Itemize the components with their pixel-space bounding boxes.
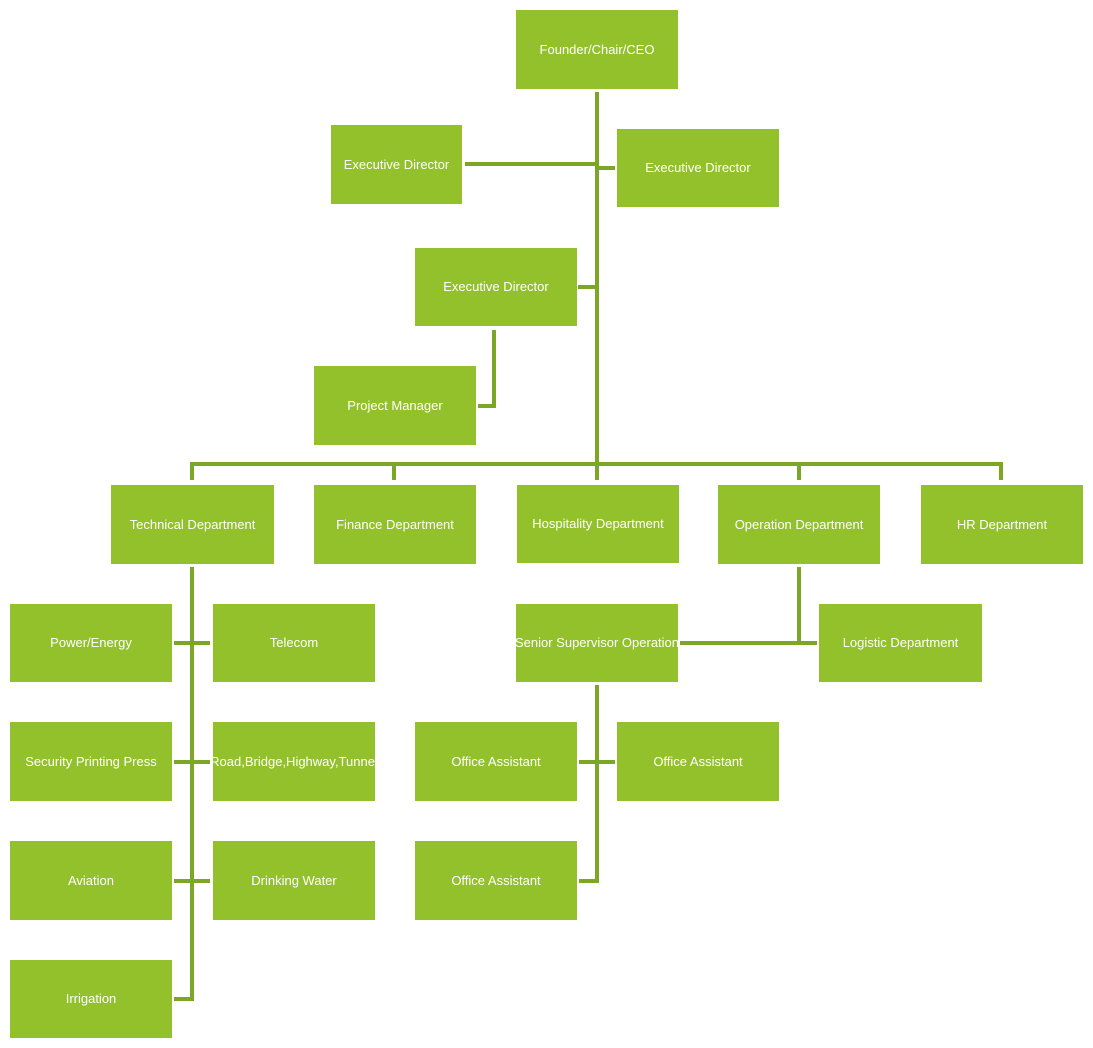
node-project-manager-label: Project Manager (347, 397, 443, 413)
node-finance-department: Finance Department (314, 485, 476, 564)
node-executive-director-2: Executive Director (617, 129, 779, 207)
node-office-assistant-3-label: Office Assistant (451, 872, 541, 888)
node-office-assistant-3: Office Assistant (415, 841, 577, 920)
node-power-energy-label: Power/Energy (50, 635, 132, 650)
node-power-energy: Power/Energy (10, 604, 172, 682)
node-irrigation-label: Irrigation (65, 991, 117, 1006)
node-road-bridge-highway-tunnel: Road,Bridge,Highway,Tunnel (213, 722, 375, 801)
node-executive-director-1: Executive Director (331, 125, 462, 204)
node-logistic-department: Logistic Department (819, 604, 982, 682)
node-hr-department: HR Department (921, 485, 1083, 564)
node-drinking-water: Drinking Water (213, 841, 375, 920)
node-road-bridge-highway-tunnel-label: Road,Bridge,Highway,Tunnel (213, 753, 375, 769)
node-finance-department-label: Finance Department (336, 516, 454, 532)
node-aviation-label: Aviation (67, 872, 114, 888)
node-technical-department-label: Technical Department (129, 516, 256, 532)
node-office-assistant-1: Office Assistant (415, 722, 577, 801)
node-aviation: Aviation (10, 841, 172, 920)
node-operation-department-label: Operation Department (734, 516, 864, 532)
node-telecom-label: Telecom (269, 635, 319, 650)
node-security-printing-press: Security Printing Press (10, 722, 172, 801)
node-senior-supervisor-operation-label: Senior Supervisor Operation (516, 635, 678, 650)
node-telecom: Telecom (213, 604, 375, 682)
node-executive-director-3: Executive Director (415, 248, 577, 326)
node-operation-department: Operation Department (718, 485, 880, 564)
node-technical-department: Technical Department (111, 485, 274, 564)
node-office-assistant-2-label: Office Assistant (653, 753, 743, 769)
node-executive-director-3-label: Executive Director (443, 279, 549, 294)
node-hospitality-department: Hospitality Department (517, 485, 679, 563)
node-security-printing-press-label: Security Printing Press (25, 753, 157, 769)
node-hospitality-department-label: Hospitality Department (532, 516, 664, 531)
node-hr-department-label: HR Department (956, 516, 1048, 532)
node-ceo: Founder/Chair/CEO (516, 10, 678, 89)
node-office-assistant-2: Office Assistant (617, 722, 779, 801)
node-senior-supervisor-operation: Senior Supervisor Operation (516, 604, 678, 682)
node-irrigation: Irrigation (10, 960, 172, 1038)
node-drinking-water-label: Drinking Water (251, 872, 337, 888)
node-logistic-department-label: Logistic Department (842, 635, 959, 650)
node-office-assistant-1-label: Office Assistant (451, 753, 541, 769)
node-ceo-label: Founder/Chair/CEO (539, 41, 655, 57)
node-executive-director-1-label: Executive Director (343, 156, 450, 172)
node-executive-director-2-label: Executive Director (645, 160, 751, 175)
node-project-manager: Project Manager (314, 366, 476, 445)
